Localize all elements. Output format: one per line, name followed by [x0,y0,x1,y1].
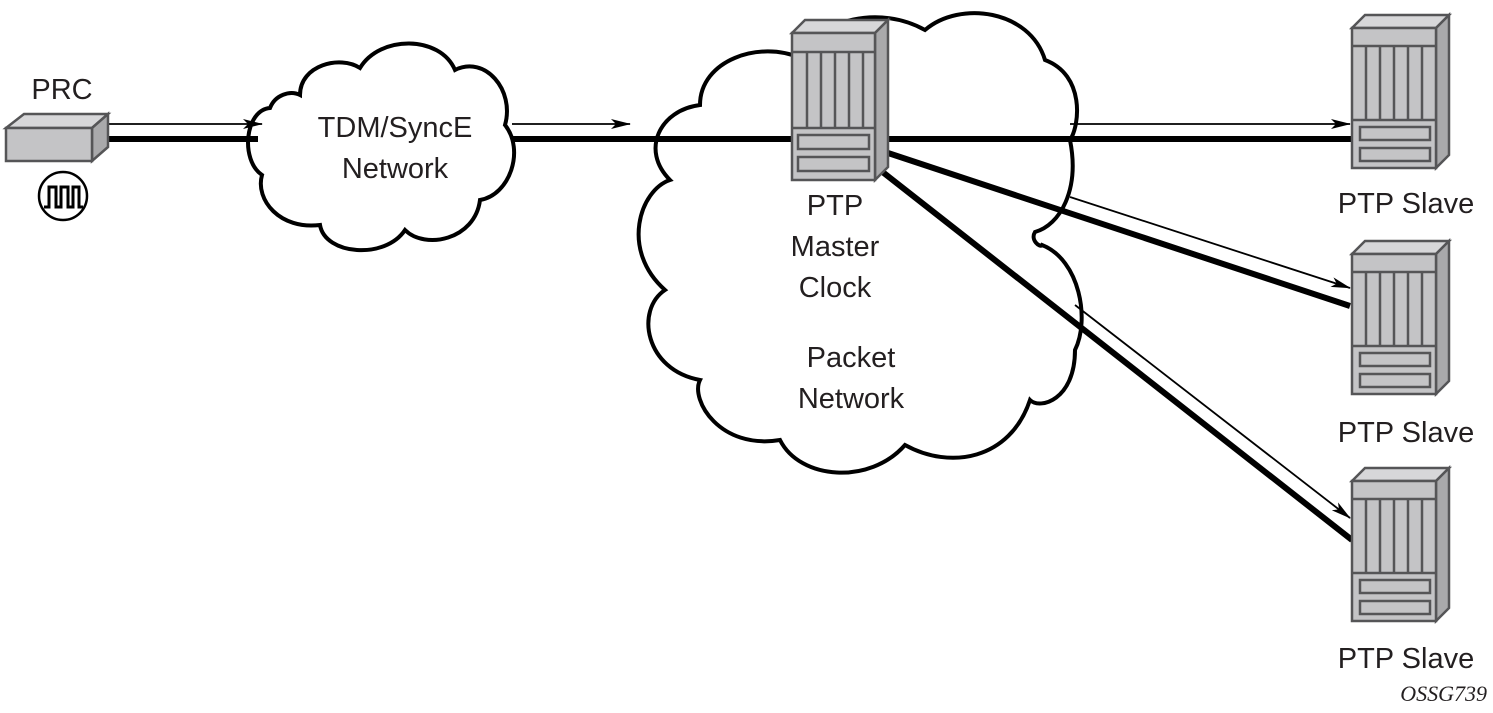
packet-network-label-line1: Packet [807,342,896,374]
master-slave2-link-thick [884,149,1351,309]
ptp-slave-label-3: PTP Slave [1338,643,1474,675]
prc-device [2,111,112,164]
master-label-line2: Master [791,231,880,263]
figure-id: OSSG739 [1400,681,1487,706]
tdm-synce-network-cloud [246,41,516,252]
packet-network-cloud [636,11,1084,475]
master-slave3-arrow [1074,304,1351,519]
master-label-line3: Clock [799,272,872,304]
ptp-slave-device-2 [1348,237,1453,398]
clock-signal-icon [37,170,89,222]
master-label-line1: PTP [807,190,863,222]
ptp-master-device [788,16,892,184]
tdm-network-label-line2: Network [342,153,449,185]
master-slave2-arrow [1069,196,1351,289]
master-slave3-link-thick [878,167,1354,543]
ptp-slave-device-3 [1348,464,1453,625]
tdm-network-label-line1: TDM/SyncE [318,112,473,144]
packet-network-label-line2: Network [798,383,905,415]
prc-label: PRC [31,74,92,106]
ptp-slave-label-1: PTP Slave [1338,188,1474,220]
ptp-slave-device-1 [1348,11,1453,172]
ptp-slave-label-2: PTP Slave [1338,417,1474,449]
